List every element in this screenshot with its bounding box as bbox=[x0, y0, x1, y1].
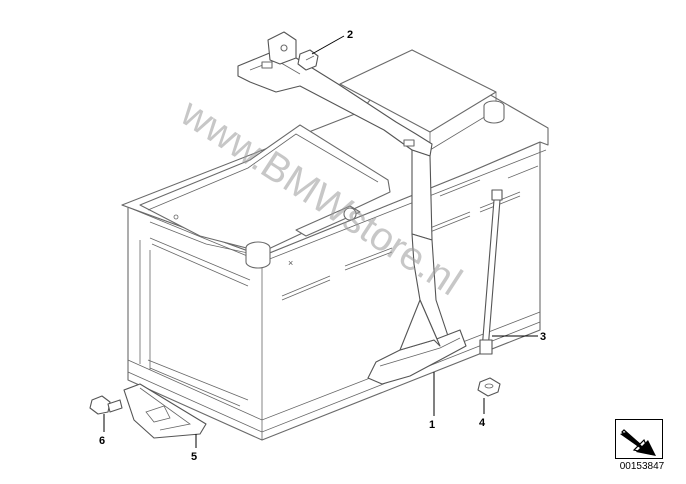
callout-4: 4 bbox=[479, 417, 486, 429]
leader-lines bbox=[103, 35, 538, 448]
battery: × bbox=[121, 49, 549, 441]
bolt bbox=[89, 395, 123, 415]
reference-number: 00153847 bbox=[619, 461, 665, 472]
callout-3: 3 bbox=[540, 331, 546, 343]
holding-bracket bbox=[237, 31, 467, 385]
nut bbox=[477, 377, 501, 397]
clamping-plate bbox=[123, 383, 207, 439]
hex-bolt bbox=[297, 49, 319, 71]
callout-2: 2 bbox=[347, 29, 353, 41]
svg-text:×: × bbox=[288, 258, 293, 268]
screw-stud bbox=[479, 189, 503, 355]
callout-6: 6 bbox=[99, 435, 105, 447]
orientation-arrow-icon bbox=[615, 419, 663, 459]
callout-1: 1 bbox=[429, 419, 435, 431]
callout-5: 5 bbox=[191, 451, 197, 463]
